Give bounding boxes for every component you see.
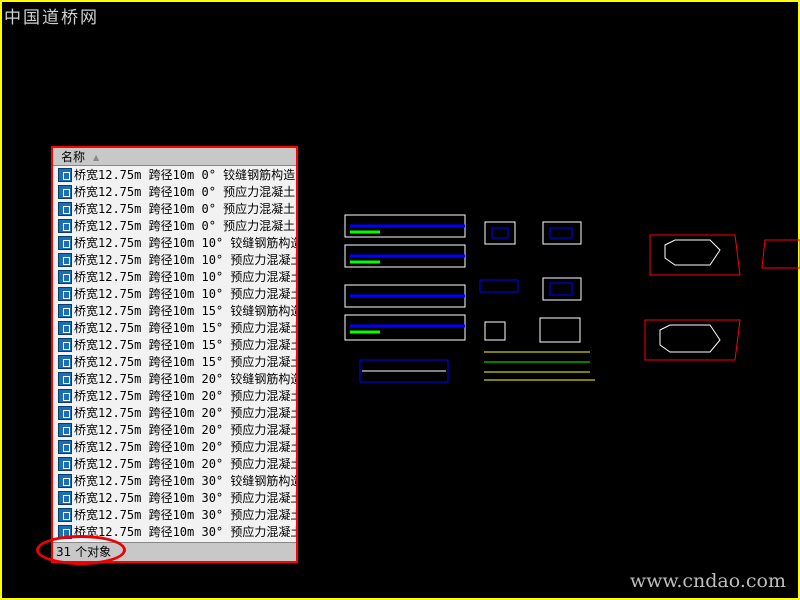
file-row[interactable]: 桥宽12.75m 跨径10m 30° 预应力混凝土空 [53, 506, 296, 523]
dwg-file-icon [58, 235, 72, 250]
file-list[interactable]: 桥宽12.75m 跨径10m 0° 铰缝钢筋构造.dw 桥宽12.75m 跨径10… [53, 166, 296, 544]
dwg-file-icon [58, 167, 72, 182]
dwg-file-icon [58, 405, 72, 420]
file-name: 桥宽12.75m 跨径10m 20° 铰缝钢筋构造.d [74, 372, 296, 386]
file-row[interactable]: 桥宽12.75m 跨径10m 20° 预应力混凝土空 [53, 455, 296, 472]
dwg-file-icon [58, 439, 72, 454]
file-name: 桥宽12.75m 跨径10m 0° 预应力混凝土空心 [74, 202, 296, 216]
file-row[interactable]: 桥宽12.75m 跨径10m 20° 预应力混凝土空 [53, 421, 296, 438]
file-name: 桥宽12.75m 跨径10m 0° 铰缝钢筋构造.dw [74, 168, 296, 182]
file-row[interactable]: 桥宽12.75m 跨径10m 30° 预应力混凝土空 [53, 489, 296, 506]
file-row[interactable]: 桥宽12.75m 跨径10m 10° 铰缝钢筋构造.d [53, 234, 296, 251]
file-row[interactable]: 桥宽12.75m 跨径10m 10° 预应力混凝土空 [53, 251, 296, 268]
dwg-file-icon [58, 286, 72, 301]
dwg-file-icon [58, 252, 72, 267]
dwg-file-icon [58, 201, 72, 216]
file-name: 桥宽12.75m 跨径10m 0° 预应力混凝土空心 [74, 185, 296, 199]
dwg-file-icon [58, 456, 72, 471]
file-name: 桥宽12.75m 跨径10m 20° 预应力混凝土空 [74, 457, 296, 471]
file-name: 桥宽12.75m 跨径10m 10° 预应力混凝土空 [74, 253, 296, 267]
file-name: 桥宽12.75m 跨径10m 10° 预应力混凝土空 [74, 270, 296, 284]
file-row[interactable]: 桥宽12.75m 跨径10m 15° 预应力混凝土空 [53, 319, 296, 336]
dwg-file-icon [58, 184, 72, 199]
file-row[interactable]: 桥宽12.75m 跨径10m 20° 预应力混凝土空 [53, 404, 296, 421]
dwg-file-icon [58, 320, 72, 335]
red-sections [644, 234, 800, 361]
watermark-url: www.cndao.com [629, 570, 786, 592]
dwg-file-icon [58, 218, 72, 233]
file-row[interactable]: 桥宽12.75m 跨径10m 10° 预应力混凝土空 [53, 285, 296, 302]
file-name: 桥宽12.75m 跨径10m 15° 铰缝钢筋构造.d [74, 304, 296, 318]
beam-elevations [344, 214, 466, 383]
file-row[interactable]: 桥宽12.75m 跨径10m 0° 预应力混凝土空心 [53, 217, 296, 234]
file-name: 桥宽12.75m 跨径10m 30° 预应力混凝土空 [74, 525, 296, 539]
file-name: 桥宽12.75m 跨径10m 10° 预应力混凝土空 [74, 287, 296, 301]
file-row[interactable]: 桥宽12.75m 跨径10m 30° 铰缝钢筋构造.d [53, 472, 296, 489]
file-name: 桥宽12.75m 跨径10m 20° 预应力混凝土空 [74, 423, 296, 437]
dwg-file-icon [58, 354, 72, 369]
watermark-logo: 中国道桥网 [4, 8, 99, 28]
column-header-name[interactable]: 名称 ▲ [53, 148, 296, 166]
dwg-file-icon [58, 371, 72, 386]
file-row[interactable]: 桥宽12.75m 跨径10m 15° 预应力混凝土空 [53, 336, 296, 353]
file-row[interactable]: 桥宽12.75m 跨径10m 0° 预应力混凝土空心 [53, 183, 296, 200]
file-row[interactable]: 桥宽12.75m 跨径10m 0° 铰缝钢筋构造.dw [53, 166, 296, 183]
file-name: 桥宽12.75m 跨径10m 20° 预应力混凝土空 [74, 406, 296, 420]
dwg-file-icon [58, 388, 72, 403]
file-name: 桥宽12.75m 跨径10m 0° 预应力混凝土空心 [74, 219, 296, 233]
highlight-ellipse [36, 535, 126, 565]
file-row[interactable]: 桥宽12.75m 跨径10m 20° 预应力混凝土空 [53, 438, 296, 455]
file-row[interactable]: 桥宽12.75m 跨径10m 20° 铰缝钢筋构造.d [53, 370, 296, 387]
column-header-label: 名称 [61, 150, 86, 164]
dwg-file-icon [58, 303, 72, 318]
file-name: 桥宽12.75m 跨径10m 15° 预应力混凝土空 [74, 355, 296, 369]
file-name: 桥宽12.75m 跨径10m 15° 预应力混凝土空 [74, 321, 296, 335]
dwg-file-icon [58, 507, 72, 522]
file-row[interactable]: 桥宽12.75m 跨径10m 20° 预应力混凝土空 [53, 387, 296, 404]
file-row[interactable]: 桥宽12.75m 跨径10m 0° 预应力混凝土空心 [53, 200, 296, 217]
dwg-file-icon [58, 269, 72, 284]
file-name: 桥宽12.75m 跨径10m 15° 预应力混凝土空 [74, 338, 296, 352]
file-row[interactable]: 桥宽12.75m 跨径10m 10° 预应力混凝土空 [53, 268, 296, 285]
file-name: 桥宽12.75m 跨径10m 30° 预应力混凝土空 [74, 508, 296, 522]
file-name: 桥宽12.75m 跨径10m 30° 预应力混凝土空 [74, 491, 296, 505]
section-details [479, 221, 595, 381]
file-name: 桥宽12.75m 跨径10m 10° 铰缝钢筋构造.d [74, 236, 296, 250]
dwg-file-icon [58, 422, 72, 437]
file-name: 桥宽12.75m 跨径10m 20° 预应力混凝土空 [74, 389, 296, 403]
file-row[interactable]: 桥宽12.75m 跨径10m 15° 铰缝钢筋构造.d [53, 302, 296, 319]
file-name: 桥宽12.75m 跨径10m 30° 铰缝钢筋构造.d [74, 474, 296, 488]
dwg-file-icon [58, 490, 72, 505]
sort-ascending-icon: ▲ [93, 152, 100, 162]
dwg-file-icon [58, 473, 72, 488]
file-row[interactable]: 桥宽12.75m 跨径10m 15° 预应力混凝土空 [53, 353, 296, 370]
file-name: 桥宽12.75m 跨径10m 20° 预应力混凝土空 [74, 440, 296, 454]
dwg-file-icon [58, 337, 72, 352]
